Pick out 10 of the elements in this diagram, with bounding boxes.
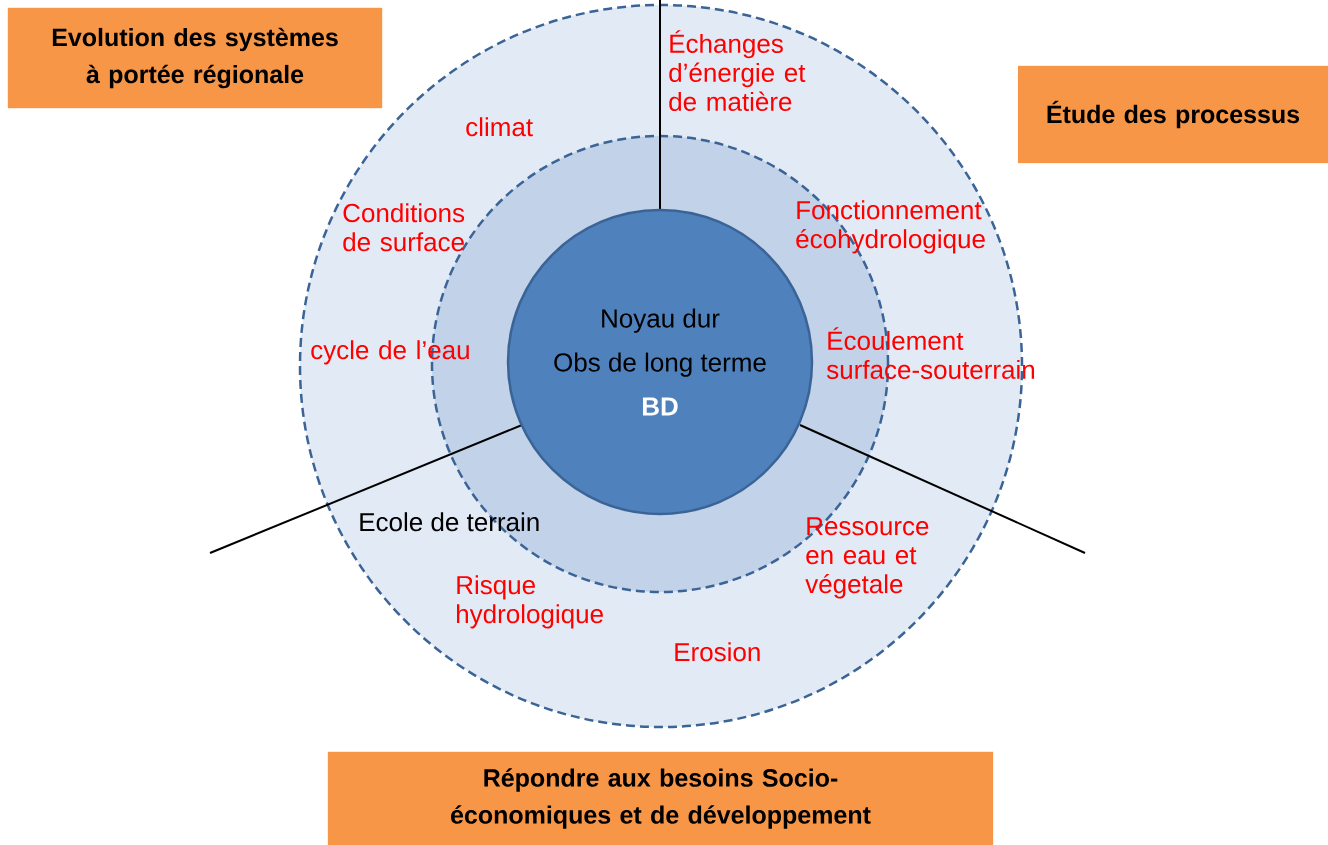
topic-label: Échanges d’énergie et de matière [669, 30, 806, 111]
topic-label: cycle de l’eau [311, 340, 469, 365]
topic-label: Ressource en eau et végetale [805, 517, 929, 599]
topic-label: Conditions de surface [343, 203, 465, 252]
heading-box: Étude des processus [1017, 65, 1328, 164]
topic-label: Erosion [675, 642, 760, 662]
heading-box: Répondre aux besoins Socio-économiques et de développement [327, 751, 994, 845]
heading-box: Evolution des systèmes à portée régionale [7, 7, 383, 109]
topic-label: Risque hydrologique [457, 575, 603, 629]
topic-label: climat [466, 117, 533, 137]
